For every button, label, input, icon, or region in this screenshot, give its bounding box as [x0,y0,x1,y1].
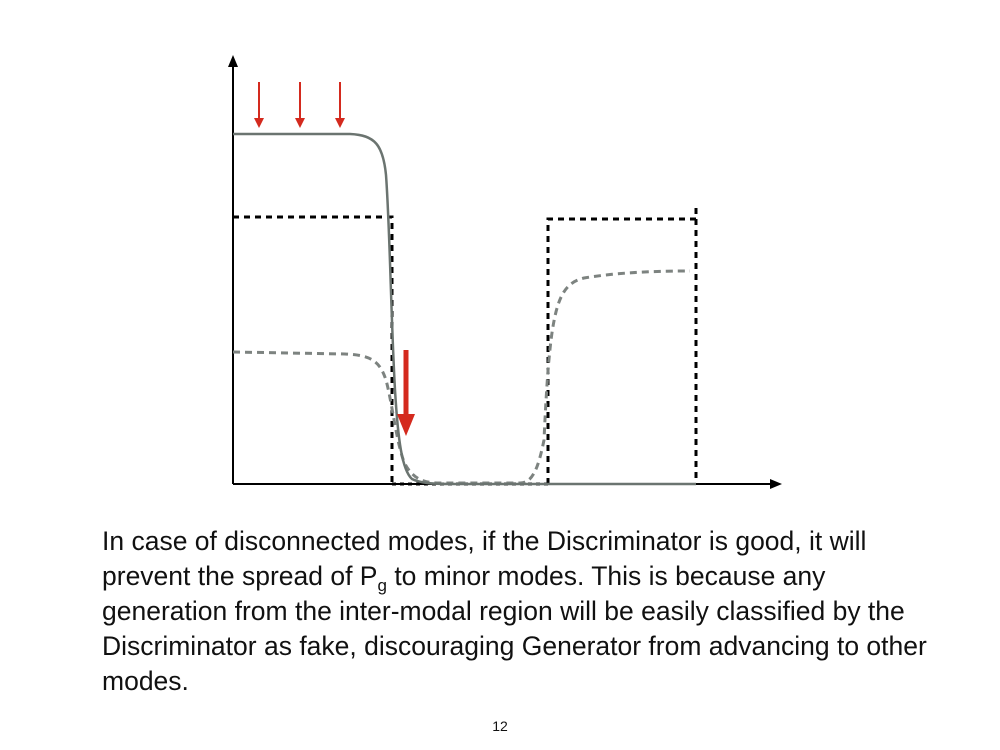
caption-subscript: g [377,576,387,595]
axes [228,55,782,489]
down-arrow-large-icon [397,350,415,436]
caption-part-1: In case of disconnected modes, if the Di… [102,526,867,591]
down-arrow-small-icon [254,82,264,128]
real-mode-major [233,215,394,484]
down-arrow-small-icon [295,82,305,128]
y-axis-arrowhead-icon [228,55,238,67]
real-distribution [233,208,698,486]
x-axis-arrowhead-icon [770,479,782,489]
caption-part-2: to minor modes. This is because any gene… [102,561,927,696]
page-number: 12 [492,718,508,734]
discriminator-curve [233,132,696,486]
generator-curve [232,269,691,485]
down-arrow-small-icon [335,82,345,128]
real-mode-minor [546,208,698,484]
caption-text: In case of disconnected modes, if the Di… [102,524,942,699]
gan-mode-diagram [228,55,782,489]
red-arrows [254,82,415,436]
